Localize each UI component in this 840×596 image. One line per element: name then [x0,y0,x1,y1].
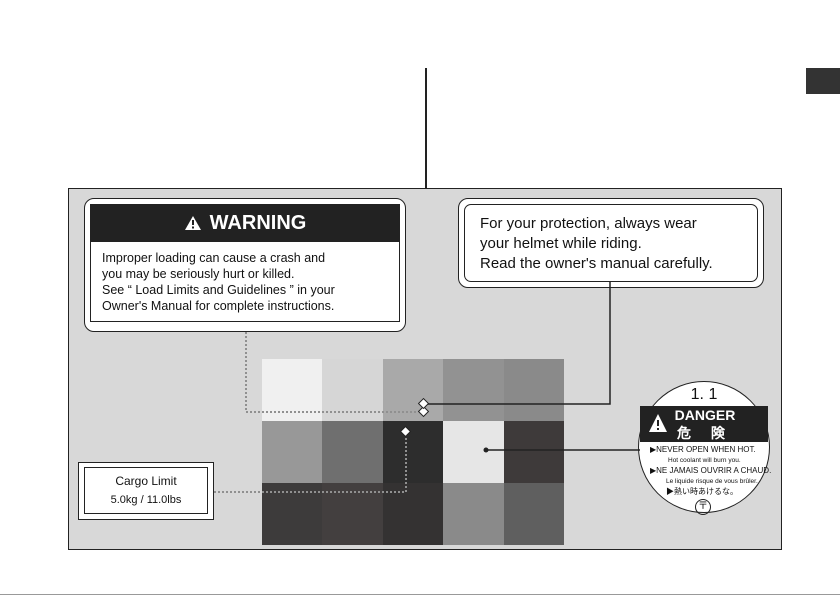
photo-tile [503,421,564,483]
danger-line: Hot coolant will burn you. [668,457,741,464]
warning-line: Owner's Manual for complete instructions… [102,299,335,313]
danger-line: ▶熱い時あけるな。 [666,487,738,496]
photo-tile [262,421,323,483]
cargo-label-border [84,467,208,514]
helmet-line: For your protection, always wear [480,215,697,232]
photo-tile [443,359,504,421]
warning-body: Improper loading can cause a crash and y… [102,250,392,314]
photo-tile [382,421,444,483]
warning-line: you may be seriously hurt or killed. [102,267,295,281]
photo-tile [262,359,323,421]
photo-tile [322,483,383,545]
warning-triangle-icon [184,216,201,230]
danger-title-jp: 危 険 [677,425,733,441]
helmet-line: your helmet while riding. [480,235,642,252]
danger-line: Le liquide risque de vous brûler. [666,478,758,485]
photo-tile [443,421,504,483]
vehicle-photo-grid [262,359,564,545]
cargo-label [78,462,214,520]
warning-heading: WARNING [90,204,400,242]
helmet-line: Read the owner's manual carefully. [480,255,713,272]
helmet-label-body: For your protection, always wear your he… [480,214,752,274]
helmet-label [458,198,764,288]
photo-tile [382,359,444,421]
page-bottom-rule [0,594,840,595]
danger-label-id: 1. 1 [690,386,718,403]
helmet-label-border [464,204,758,282]
cargo-title: Cargo Limit [115,474,177,488]
photo-tile [322,359,383,421]
section-tab[interactable] [806,68,840,94]
cargo-value: 5.0kg / 11.0lbs [110,494,182,506]
photo-tile [503,483,564,545]
danger-line: ▶NE JAMAIS OUVRIR A CHAUD. [650,466,772,475]
warning-heading-text: WARNING [209,211,307,234]
photo-tile [382,483,444,545]
jis-mark-icon: 〒 [695,499,711,515]
warning-triangle-icon [649,414,667,432]
photo-tile [503,359,564,421]
danger-line: ▶NEVER OPEN WHEN HOT. [650,445,756,454]
warning-line: Improper loading can cause a crash and [102,251,326,265]
divider-line [425,68,427,188]
danger-title-en: DANGER [674,407,736,423]
photo-tile [262,483,323,545]
warning-line: See “ Load Limits and Guidelines ” in yo… [102,283,335,297]
photo-tile [322,421,383,483]
photo-tile [443,483,504,545]
